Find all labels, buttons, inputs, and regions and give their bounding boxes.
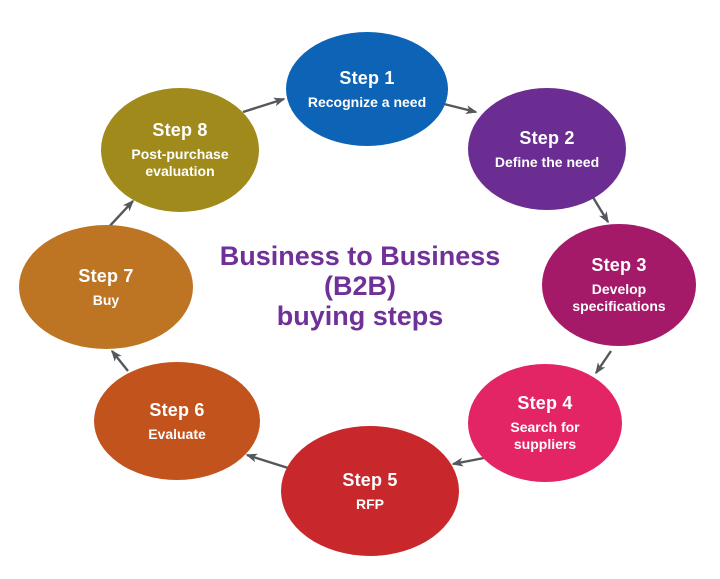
step-3-ellipse: Step 3 Develop specifications	[542, 224, 696, 346]
step-7-ellipse: Step 7 Buy	[19, 225, 193, 349]
step-7-label: Step 7	[78, 265, 134, 286]
step-7-description: Buy	[92, 291, 120, 308]
step-6-ellipse: Step 6 Evaluate	[94, 362, 260, 480]
step-3-label: Step 3	[591, 255, 647, 276]
step-2-ellipse: Step 2 Define the need	[468, 88, 626, 210]
arrow-step8-to-step1	[242, 97, 286, 114]
step-5-ellipse: Step 5 RFP	[281, 426, 459, 556]
step-5-description: RFP	[356, 495, 384, 512]
step-2-label: Step 2	[519, 127, 575, 148]
step-8-description: Post-purchase evaluation	[131, 146, 229, 179]
step-4-description: Search for suppliers	[510, 419, 580, 452]
step-8-label: Step 8	[152, 120, 208, 141]
step-6-label: Step 6	[149, 399, 205, 420]
step-8-ellipse: Step 8 Post-purchase evaluation	[101, 88, 259, 212]
arrow-step7-to-step8	[106, 199, 135, 230]
step-4-ellipse: Step 4 Search for suppliers	[468, 364, 622, 482]
step-3-description: Develop specifications	[572, 281, 666, 314]
arrow-step2-to-step3	[589, 193, 610, 224]
title-line-3: buying steps	[276, 301, 444, 332]
step-5-label: Step 5	[342, 469, 398, 490]
title-line-2: (B2B)	[324, 271, 396, 302]
step-4-label: Step 4	[517, 393, 573, 414]
step-2-description: Define the need	[494, 153, 600, 170]
arrow-step3-to-step4	[595, 350, 612, 375]
arrow-step6-to-step7	[111, 349, 129, 372]
step-6-description: Evaluate	[148, 425, 206, 442]
title-line-1: Business to Business	[219, 241, 501, 271]
step-1-description: Recognize a need	[307, 93, 427, 110]
diagram-title: Business to Business (B2B) buying steps	[200, 241, 520, 332]
step-1-label: Step 1	[339, 67, 395, 88]
step-1-ellipse: Step 1 Recognize a need	[286, 32, 448, 146]
